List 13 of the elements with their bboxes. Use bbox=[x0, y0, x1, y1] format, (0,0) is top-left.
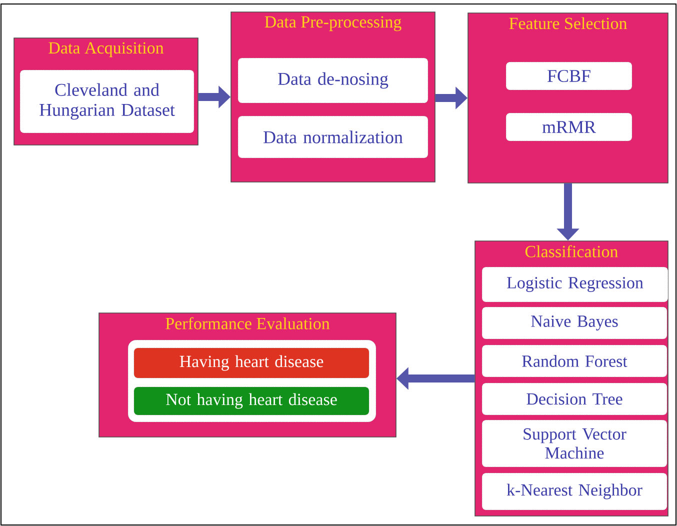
step-box: Data normalization bbox=[238, 116, 428, 158]
step-box: mRMR bbox=[506, 112, 632, 142]
method-box: Support Vector Machine bbox=[482, 420, 668, 468]
method-box: Decision Tree bbox=[482, 382, 668, 416]
step-box: FCBF bbox=[506, 62, 632, 90]
step-box: Cleveland and Hungarian Dataset bbox=[20, 70, 194, 134]
method-box: Naive Bayes bbox=[482, 306, 668, 340]
method-box: Logistic Regression bbox=[482, 266, 668, 302]
result-box: Having heart disease bbox=[134, 348, 370, 378]
step-box: Data de-nosing bbox=[238, 58, 428, 104]
result-box: Not having heart disease bbox=[134, 386, 370, 416]
method-box: Random Forest bbox=[482, 344, 668, 378]
method-box: k-Nearest Neighbor bbox=[482, 472, 668, 510]
